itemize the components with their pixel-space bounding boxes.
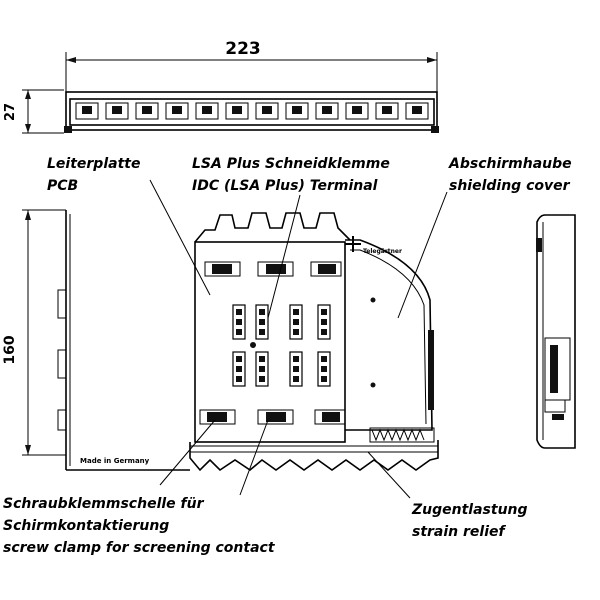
port-jack [105,102,129,120]
port-jack-opening [112,106,122,114]
port-jack [135,102,159,120]
idc-contact [236,309,242,315]
idc-contact [293,366,299,372]
idc-contact [259,376,265,382]
idc-terminal-block [232,304,246,340]
port-jack-opening [322,106,332,114]
idc-contact [259,356,265,362]
idc-contact [236,329,242,335]
idc-contact [259,319,265,325]
idc-contact [293,356,299,362]
label-lsa-en: IDC (LSA Plus) Terminal [192,178,378,194]
idc-terminal-block [289,351,303,387]
idc-contact [259,309,265,315]
patch-panel-front-view [64,91,439,133]
dimension-panel-height: 27 [3,89,64,134]
idc-contact [321,329,327,335]
idc-contact [321,376,327,382]
port-jack [405,102,429,120]
idc-contact [321,366,327,372]
idc-contact [293,309,299,315]
port-jack [165,102,189,120]
idc-terminal-block [317,351,331,387]
port-jack [285,102,309,120]
port-jack-opening [172,106,182,114]
panel-side-view [536,214,576,449]
port-jack-opening [382,106,392,114]
port-jack [345,102,369,120]
port-jack [375,102,399,120]
port-jack-opening [412,106,422,114]
idc-contact [293,329,299,335]
dimension-height: 160 [2,209,66,456]
idc-contact [321,309,327,315]
idc-contact [236,366,242,372]
label-clamp-de-1: Schraubklemmschelle für [3,496,205,512]
port-jack [255,102,279,120]
port-jack-opening [292,106,302,114]
idc-terminal-block [317,304,331,340]
brand-logo: Telegärtner [345,236,402,255]
panel-body-top-view: Telegärtner Made in Germany [57,210,439,472]
label-clamp-de-2: Schirmkontaktierung [3,518,169,534]
port-jack-opening [142,106,152,114]
port-jack [75,102,99,120]
idc-contact [321,356,327,362]
label-pcb-de: Leiterplatte [47,156,140,172]
idc-contact [236,319,242,325]
idc-contact [293,319,299,325]
label-cover-de: Abschirmhaube [448,156,572,172]
idc-terminal-block [255,304,269,340]
idc-terminal-block [289,304,303,340]
dimension-width-text: 223 [225,39,261,59]
idc-contact [259,366,265,372]
idc-contact [259,329,265,335]
port-jack-opening [82,106,92,114]
port-jack [195,102,219,120]
port-jack-opening [262,106,272,114]
label-clamp-en: screw clamp for screening contact [3,540,276,556]
idc-contact [236,356,242,362]
label-strain-de: Zugentlastung [411,502,528,518]
port-jack [225,102,249,120]
idc-contact [236,376,242,382]
dimension-height-text: 160 [2,335,18,364]
label-pcb-en: PCB [47,178,78,194]
leader-lines [149,179,448,499]
dimension-panel-height-text: 27 [3,103,18,121]
port-jack [315,102,339,120]
label-strain-en: strain relief [412,524,507,540]
idc-terminal-block [255,351,269,387]
brand-logo-text: Telegärtner [363,248,402,255]
port-jack-opening [352,106,362,114]
label-cover-en: shielding cover [449,178,571,194]
made-in-germany-text: Made in Germany [80,457,150,465]
dimension-width: 223 [65,39,438,92]
label-lsa-de: LSA Plus Schneidklemme [192,156,390,172]
idc-contact [293,376,299,382]
port-jack-opening [202,106,212,114]
idc-contact [321,319,327,325]
port-jack-opening [232,106,242,114]
idc-terminal-block [232,351,246,387]
